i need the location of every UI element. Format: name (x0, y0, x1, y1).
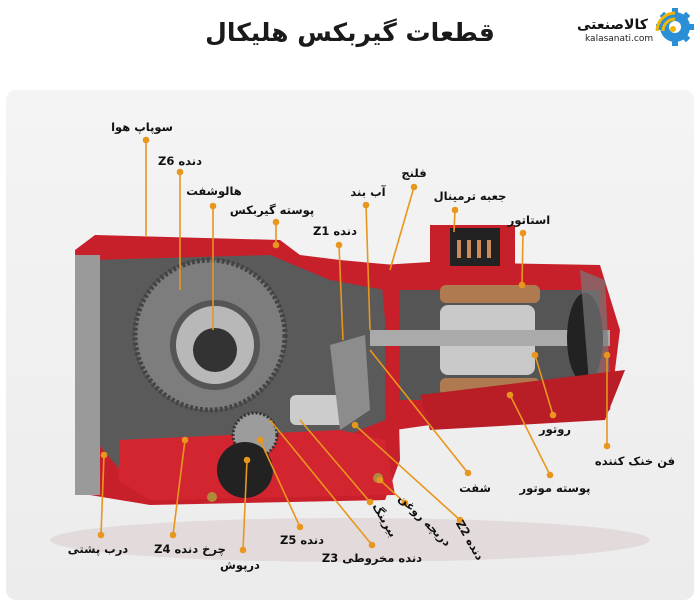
label-rotor: روتور (539, 422, 571, 436)
label-motor-housing: پوسته موتور (519, 481, 591, 495)
kalasanati-logo (655, 8, 694, 46)
label-air-valve: سوپاپ هوا (111, 120, 173, 134)
label-cooling-fan: فن خنک کننده (594, 454, 676, 468)
label-cover: درپوش (220, 558, 260, 572)
label-terminal-box: جعبه ترمینال (433, 189, 507, 203)
label-shaft: شفت (459, 481, 491, 495)
label-bevel-gear-z3: دنده مخروطی Z3 (321, 551, 423, 565)
label-gearbox-housing: پوسته گیربکس (229, 203, 315, 217)
label-gear-z1: دنده Z1 (313, 224, 357, 238)
label-gear-z6: دنده Z6 (158, 154, 202, 168)
logo-text: کالاصنعتی (577, 17, 648, 33)
label-gear-wheel-z4: چرخ دنده Z4 (154, 542, 226, 556)
logo-url: kalasanati.com (585, 34, 654, 44)
leader-lines (97, 136, 611, 554)
label-back-door: درب پشتی (67, 542, 129, 556)
signal-icon (655, 11, 676, 32)
motor-body (370, 225, 625, 430)
gearbox-body (75, 235, 400, 505)
label-flange: فلنج (401, 166, 427, 180)
label-stator: استاتور (507, 213, 551, 227)
label-hollow-shaft: هالوشفت (186, 184, 242, 198)
page-title: قطعات گیربکس هلیکال (205, 18, 495, 47)
label-gear-z5: دنده Z5 (280, 533, 324, 547)
label-oil-seal: آب بند (350, 185, 386, 199)
